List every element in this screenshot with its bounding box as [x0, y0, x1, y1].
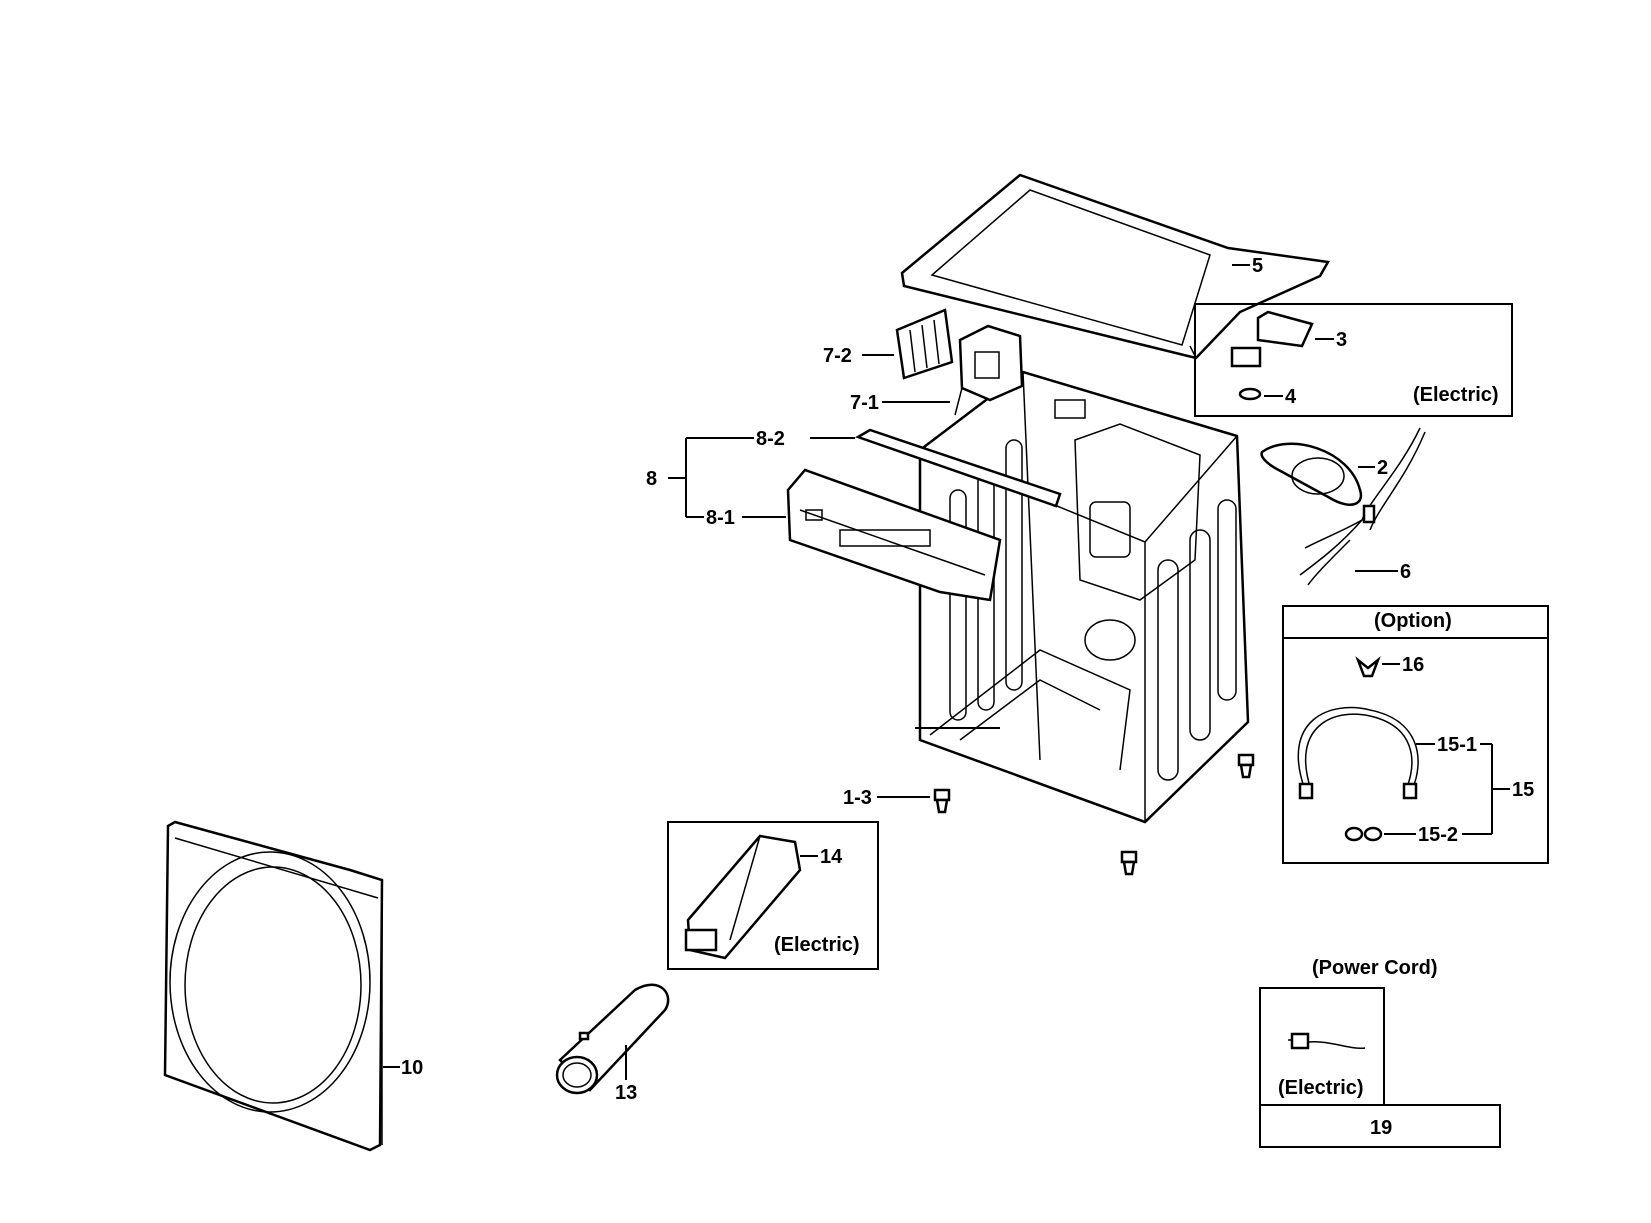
part-heater-14 — [684, 834, 802, 960]
part-top-cover — [900, 173, 1331, 360]
part-duct-7-1 — [954, 324, 1024, 416]
label-10: 10 — [401, 1057, 423, 1079]
part-power-cord-19 — [1288, 1032, 1366, 1050]
part-wire-harness-6 — [1299, 427, 1426, 586]
part-filter-7-2 — [895, 308, 954, 380]
power-cord-electric-label: (Electric) — [1278, 1077, 1364, 1099]
part-washers-15-2 — [1344, 826, 1383, 842]
label-15: 15 — [1512, 779, 1534, 801]
electric-top-label: (Electric) — [1413, 384, 1499, 406]
power-cord-title: (Power Cord) — [1312, 957, 1438, 979]
part-terminal-block-3 — [1230, 310, 1314, 368]
label-4: 4 — [1285, 386, 1297, 408]
part-frame-8-1 — [786, 468, 1002, 602]
part-grommet-4 — [1238, 387, 1262, 401]
box-option — [1282, 605, 1549, 864]
label-13: 13 — [615, 1082, 637, 1104]
box-electric-top — [1194, 303, 1513, 417]
part-foot-1-3 — [933, 788, 951, 814]
label-14: 14 — [820, 846, 843, 868]
label-6: 6 — [1400, 561, 1411, 583]
part-hose-15-1 — [1297, 706, 1419, 800]
label-8: 8 — [646, 468, 657, 490]
part-foot-rear — [1237, 753, 1255, 779]
label-15-2: 15-2 — [1418, 824, 1458, 846]
label-8-2: 8-2 — [756, 428, 785, 450]
part-duct-13 — [555, 983, 670, 1095]
part-vent-cover-2 — [1260, 442, 1363, 506]
label-5: 5 — [1252, 255, 1263, 277]
label-19: 19 — [1370, 1117, 1392, 1139]
electric-heater-label: (Electric) — [774, 934, 860, 956]
box-power-cord-number — [1259, 1104, 1501, 1148]
part-y-connector-16 — [1355, 656, 1381, 678]
label-15-1: 15-1 — [1437, 734, 1477, 756]
label-7-2: 7-2 — [823, 345, 852, 367]
label-2: 2 — [1377, 457, 1388, 479]
label-8-1: 8-1 — [706, 507, 735, 529]
box-electric-heater — [667, 821, 879, 970]
part-front-panel-10 — [163, 820, 384, 1152]
part-rail-8-2 — [855, 428, 1062, 508]
option-label: (Option) — [1374, 610, 1452, 632]
part-foot-front — [1120, 850, 1138, 876]
label-16: 16 — [1402, 654, 1424, 676]
label-7-1: 7-1 — [850, 392, 879, 414]
label-3: 3 — [1336, 329, 1347, 351]
label-1-3: 1-3 — [843, 787, 872, 809]
